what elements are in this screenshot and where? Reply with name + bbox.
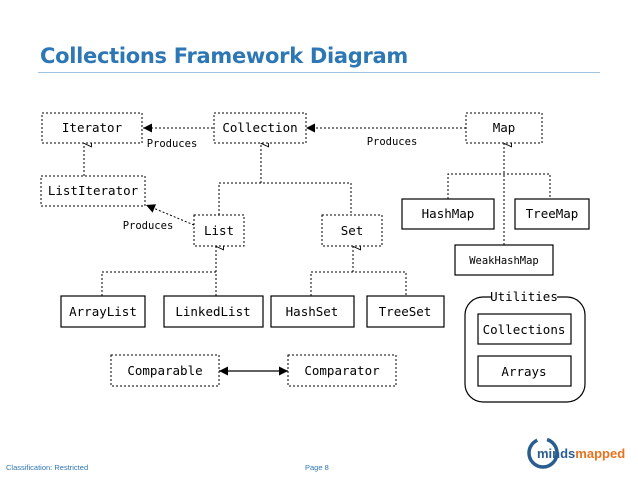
node-weakhashmap-box <box>454 244 554 276</box>
node-comparator-box <box>287 354 397 387</box>
title-divider <box>38 72 600 73</box>
node-arraylist-box <box>60 295 146 328</box>
node-iterator-box <box>41 112 143 144</box>
node-treeset-label: TreeSet <box>379 304 432 319</box>
node-iterator-label: Iterator <box>62 120 123 135</box>
logo-text-minds: minds <box>537 446 575 461</box>
edge-lists-to-list <box>101 271 217 296</box>
node-hashmap-label: HashMap <box>422 206 475 221</box>
edge-label-produces-iterator: Produces <box>147 138 198 150</box>
node-list-box <box>193 214 245 247</box>
edge-maps-to-map <box>447 173 551 199</box>
node-listiterator-box <box>40 175 146 207</box>
classification-label: Classification: Restricted <box>6 463 89 472</box>
utilities-label-mask <box>491 289 557 303</box>
node-set-label: Set <box>341 223 364 238</box>
node-comparable-label: Comparable <box>127 363 202 378</box>
edge-list-set-to-collection <box>218 182 352 215</box>
node-linkedlist-box <box>163 295 264 328</box>
util-arrays-label: Arrays <box>501 364 546 379</box>
svg-text:mindsmapped: mindsmapped <box>537 446 625 461</box>
edge-sets-to-set <box>310 271 407 296</box>
node-linkedlist-label: LinkedList <box>175 304 250 319</box>
node-set-box <box>321 214 383 247</box>
logo-mark-icon <box>527 437 559 469</box>
util-arrays-box <box>477 355 572 387</box>
node-hashset-label: HashSet <box>286 304 339 319</box>
node-hashset-box <box>270 295 355 328</box>
node-comparable-box <box>110 354 220 387</box>
edge-label-produces-map: Produces <box>367 136 418 148</box>
node-weakhashmap-label: WeakHashMap <box>469 255 539 267</box>
node-comparator-label: Comparator <box>304 363 380 378</box>
util-collections-box <box>477 313 572 345</box>
node-map-label: Map <box>493 120 516 135</box>
utilities-label: Utilities <box>490 289 558 304</box>
node-treemap-label: TreeMap <box>526 206 579 221</box>
edge-list-listiterator <box>145 204 195 226</box>
page-number: Page 8 <box>305 463 329 472</box>
page-title: Collections Framework Diagram <box>40 44 409 68</box>
node-collection-label: Collection <box>222 120 297 135</box>
node-list-label: List <box>204 223 234 238</box>
node-hashmap-box <box>401 198 495 230</box>
node-collection-box <box>213 112 307 144</box>
node-treemap-box <box>514 198 590 230</box>
node-listiterator-label: ListIterator <box>48 183 139 198</box>
mindsmapped-logo: mindsmapped <box>527 436 627 470</box>
node-treeset-box <box>366 295 445 328</box>
node-map-box <box>465 112 543 144</box>
logo-text-mapped: mapped <box>575 446 625 461</box>
edge-label-produces-listiterator: Produces <box>123 220 174 232</box>
util-collections-label: Collections <box>483 322 566 337</box>
node-arraylist-label: ArrayList <box>69 304 137 319</box>
